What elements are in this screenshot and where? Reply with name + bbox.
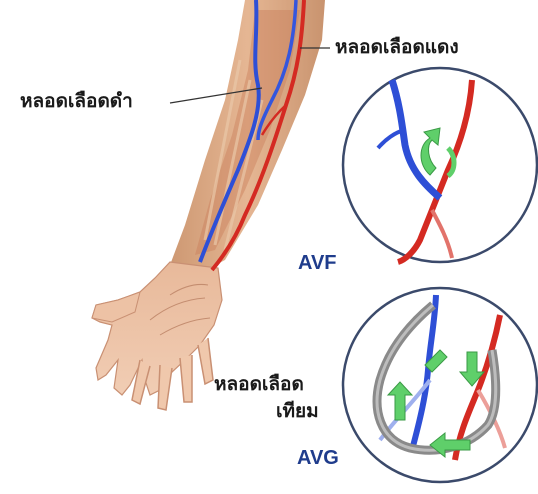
- vein-label: หลอดเลือดดำ: [20, 92, 133, 111]
- avg-title: AVG: [297, 448, 339, 468]
- forearm-illustration: [92, 0, 325, 410]
- avf-circle: [343, 68, 537, 262]
- avf-title: AVF: [298, 253, 337, 273]
- hand-palm: [92, 262, 222, 395]
- avg-panel: [343, 288, 537, 482]
- artery-label: หลอดเลือดแดง: [335, 38, 459, 57]
- graft-label-line2: เทียม: [276, 402, 319, 421]
- avf-panel: [343, 68, 537, 262]
- graft-label-line1: หลอดเลือด: [214, 375, 304, 394]
